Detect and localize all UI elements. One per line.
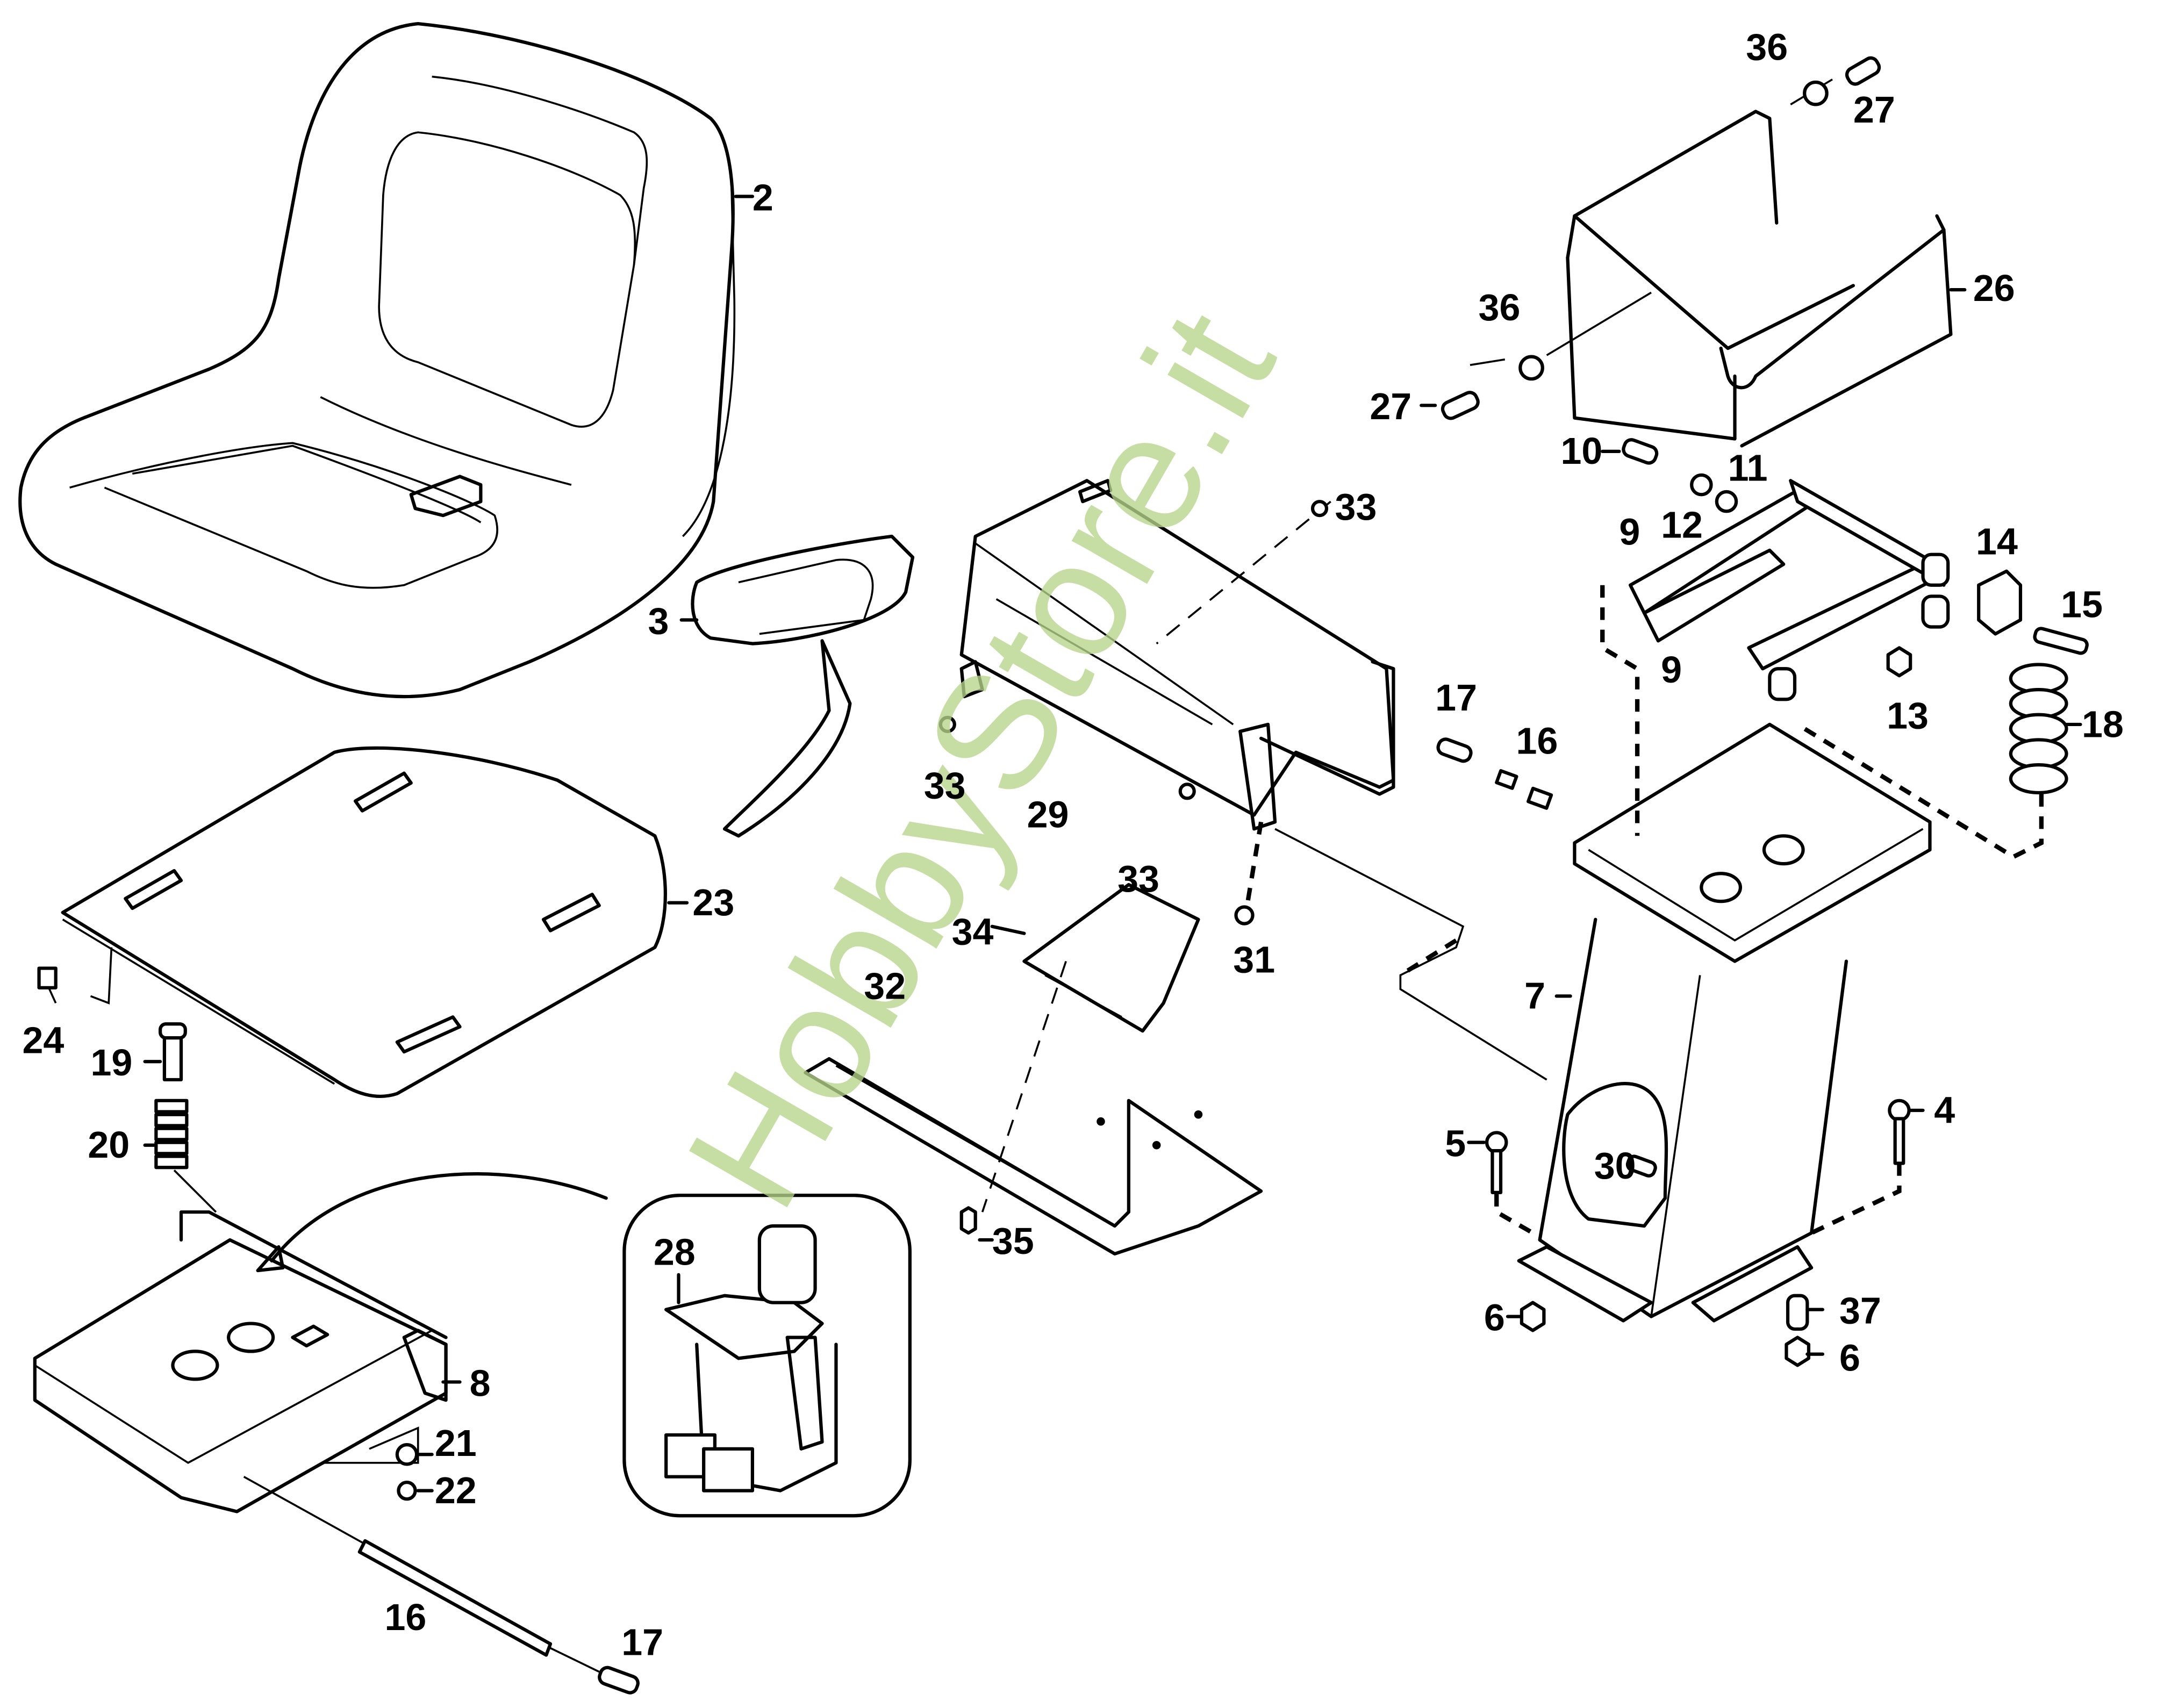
callout-17a: 17 xyxy=(1435,677,1477,719)
callout-35: 35 xyxy=(992,1220,1034,1262)
mid-fasteners xyxy=(938,500,1553,1242)
callout-11: 11 xyxy=(1728,447,1768,489)
support-column-part xyxy=(1517,722,1932,1323)
callout-16b: 16 xyxy=(385,1596,427,1638)
callout-23: 23 xyxy=(692,881,734,923)
callout-30: 30 xyxy=(1594,1145,1636,1187)
callout-33a: 33 xyxy=(924,764,966,806)
callout-labels: 2 3 4 5 6 6 7 8 9 9 10 11 12 13 14 15 16… xyxy=(22,26,2123,1663)
callout-36a: 36 xyxy=(1746,26,1788,68)
connector-lines xyxy=(1156,78,1833,1081)
callout-27b: 27 xyxy=(1370,385,1411,427)
callout-28: 28 xyxy=(654,1231,696,1273)
callout-33c: 33 xyxy=(1335,486,1377,528)
left-fasteners xyxy=(37,966,217,1213)
callout-26: 26 xyxy=(1973,267,2015,309)
callout-2: 2 xyxy=(753,176,773,218)
callout-6b: 6 xyxy=(1839,1337,1860,1379)
cover-part xyxy=(1420,56,1967,448)
callout-18: 18 xyxy=(2082,703,2124,745)
callout-33b: 33 xyxy=(1117,858,1159,900)
callout-13: 13 xyxy=(1887,695,1929,737)
callout-36b: 36 xyxy=(1479,286,1521,328)
callout-34: 34 xyxy=(952,910,994,952)
callout-16a: 16 xyxy=(1516,720,1558,762)
callout-21: 21 xyxy=(435,1422,477,1464)
callout-9b: 9 xyxy=(1661,649,1682,691)
callout-7: 7 xyxy=(1524,975,1545,1017)
callout-22: 22 xyxy=(435,1469,477,1511)
seat-switch-inset xyxy=(622,1193,912,1518)
rail-part xyxy=(804,882,1263,1256)
callout-32: 32 xyxy=(864,965,906,1007)
callout-19: 19 xyxy=(91,1042,133,1083)
watermark-text: HobbyStore.it xyxy=(651,282,1310,1237)
callout-8: 8 xyxy=(470,1362,491,1404)
seat-plate-part xyxy=(61,746,689,1099)
callout-12: 12 xyxy=(1661,504,1703,546)
callout-37: 37 xyxy=(1839,1290,1881,1332)
callout-31: 31 xyxy=(1233,938,1275,980)
callout-5: 5 xyxy=(1445,1123,1466,1165)
column-fasteners xyxy=(1467,1099,1925,1367)
callout-27a: 27 xyxy=(1853,89,1895,131)
callout-9a: 9 xyxy=(1619,511,1640,553)
callout-24: 24 xyxy=(22,1020,64,1061)
callout-17b: 17 xyxy=(621,1621,663,1663)
callout-14: 14 xyxy=(1976,521,2018,563)
callout-6a: 6 xyxy=(1484,1297,1505,1339)
seat-part xyxy=(18,21,755,699)
callout-10: 10 xyxy=(1560,430,1602,472)
callout-4: 4 xyxy=(1934,1089,1955,1131)
seat-bracket-part xyxy=(33,1172,640,1695)
callout-3: 3 xyxy=(648,600,669,642)
housing-cover-part xyxy=(959,479,1395,831)
callout-20: 20 xyxy=(88,1124,130,1166)
callout-29: 29 xyxy=(1027,794,1069,836)
linkage-part xyxy=(1600,438,2089,836)
spring-part xyxy=(1796,663,2082,859)
callout-15: 15 xyxy=(2061,583,2103,625)
armrest-part xyxy=(679,534,915,838)
